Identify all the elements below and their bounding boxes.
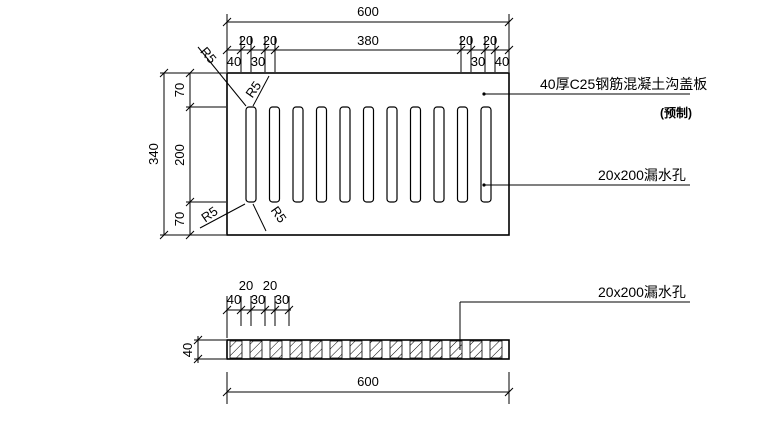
- radius-leaders: R5 R5 R5 R5: [197, 44, 290, 232]
- section-hatched-cells: [229, 340, 503, 359]
- section-thickness-dim: 40: [180, 335, 226, 364]
- drain-slot: [433, 106, 445, 203]
- section-concrete-rib: [429, 340, 443, 359]
- section-dim-30-b: 30: [275, 292, 289, 307]
- section-dim-20-a: 20: [239, 278, 253, 293]
- section-hole-leader: 20x200漏水孔: [459, 284, 690, 350]
- height-label-top: 70: [172, 83, 187, 97]
- edge-dim-label-3: 30: [471, 54, 485, 69]
- dim-row-subwidths: 20 20 380 20 20 40 30 30 40: [222, 33, 514, 72]
- subwidth-label-3: 380: [357, 33, 379, 48]
- radius-label-2: R5: [242, 78, 264, 100]
- edge-dim-label-2: 30: [251, 54, 265, 69]
- drain-slot: [362, 106, 375, 203]
- subwidth-label-5: 20: [483, 33, 497, 48]
- section-concrete-rib: [389, 340, 403, 359]
- drain-slot: [409, 106, 422, 203]
- drain-slot: [245, 106, 257, 203]
- overall-width-label: 600: [357, 4, 379, 19]
- section-dim-40: 40: [227, 292, 241, 307]
- drain-slot-group: [245, 106, 492, 203]
- drain-slot: [292, 106, 304, 203]
- edge-dim-label-4: 40: [495, 54, 509, 69]
- subwidth-label-1: 20: [239, 33, 253, 48]
- cover-label: 40厚C25钢筋混凝土沟盖板: [540, 76, 707, 92]
- drain-slot: [456, 106, 469, 203]
- section-concrete-rib: [229, 340, 243, 359]
- radius-label-3: R5: [198, 203, 220, 225]
- section-top-dims: 20 20 40 30 30: [222, 278, 294, 338]
- section-bottom-dim: 600: [222, 372, 514, 404]
- drain-slot: [386, 106, 398, 203]
- section-concrete-rib: [329, 340, 343, 359]
- hole-label-plan: 20x200漏水孔: [598, 167, 686, 183]
- radius-label-4: R5: [268, 203, 290, 225]
- drain-slot: [339, 106, 351, 203]
- section-concrete-rib: [489, 340, 503, 359]
- dim-left-heights: 340 70 200 70: [146, 68, 226, 240]
- section-thickness-label: 40: [180, 343, 195, 357]
- plan-notes: 40厚C25钢筋混凝土沟盖板 (预制) 20x200漏水孔: [482, 76, 707, 187]
- drain-slot: [268, 106, 281, 203]
- section-dim-20-b: 20: [263, 278, 277, 293]
- drain-slot: [315, 106, 328, 203]
- drain-slot: [480, 106, 492, 203]
- height-label-bottom: 70: [172, 212, 187, 226]
- cover-plate-outline: [226, 72, 510, 236]
- precast-label: (预制): [660, 105, 692, 120]
- section-concrete-rib: [309, 340, 323, 359]
- section-concrete-rib: [289, 340, 303, 359]
- radius-label-1: R5: [197, 44, 219, 66]
- section-concrete-rib: [349, 340, 363, 359]
- subwidth-label-4: 20: [459, 33, 473, 48]
- subwidth-label-2: 20: [263, 33, 277, 48]
- section-concrete-rib: [409, 340, 423, 359]
- section-concrete-rib: [269, 340, 283, 359]
- section-concrete-rib: [249, 340, 263, 359]
- section-width-label: 600: [357, 374, 379, 389]
- section-concrete-rib: [469, 340, 483, 359]
- section-outline: [226, 339, 510, 360]
- dim-overall-width: 600: [222, 4, 514, 72]
- height-label-mid: 200: [172, 144, 187, 166]
- overall-height-label: 340: [146, 143, 161, 165]
- section-dim-30-a: 30: [251, 292, 265, 307]
- edge-dim-label-1: 40: [227, 54, 241, 69]
- section-concrete-rib: [449, 340, 463, 359]
- hole-label-section: 20x200漏水孔: [598, 284, 686, 300]
- section-concrete-rib: [369, 340, 383, 359]
